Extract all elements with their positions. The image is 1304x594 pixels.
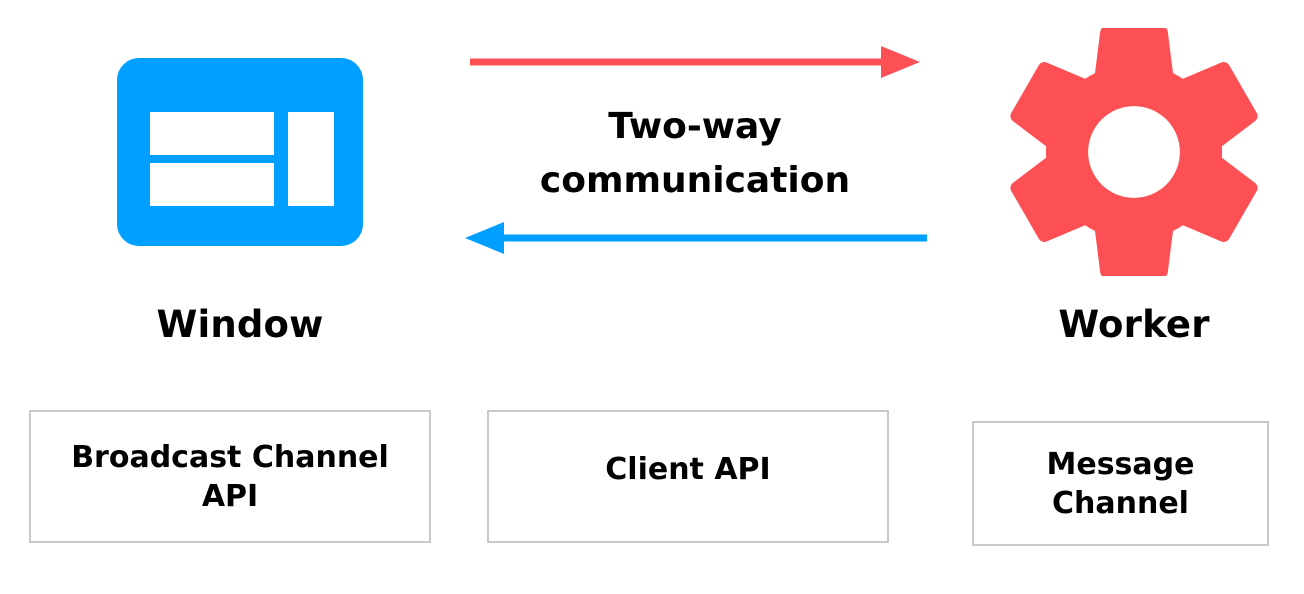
api-box-label: Broadcast Channel API <box>61 438 399 516</box>
two-way-arrows <box>455 25 935 275</box>
api-box-label: Client API <box>595 450 780 489</box>
connector-label-line1: Two-way <box>608 106 782 147</box>
gear-icon <box>1010 26 1258 278</box>
connector-label-line2: communication <box>539 160 851 201</box>
api-box-label-line2: Channel <box>1052 485 1189 521</box>
api-box-client-api[interactable]: Client API <box>487 410 889 543</box>
api-box-label-line1: Message <box>1046 446 1195 482</box>
api-box-label-line2: API <box>201 478 259 514</box>
api-box-label: Message Channel <box>1037 445 1205 523</box>
api-box-broadcast-channel-api[interactable]: Broadcast Channel API <box>29 410 431 543</box>
api-box-label-line1: Client API <box>605 452 771 487</box>
api-box-message-channel[interactable]: Message Channel <box>972 421 1269 546</box>
node-label-worker: Worker <box>1058 303 1210 346</box>
api-box-label-line1: Broadcast Channel <box>71 439 389 475</box>
arrow-right-red <box>470 46 920 78</box>
node-label-window: Window <box>156 303 324 346</box>
window-icon <box>117 58 363 246</box>
connector-label: Two-way communication <box>495 100 895 208</box>
arrow-left-blue <box>465 222 927 254</box>
